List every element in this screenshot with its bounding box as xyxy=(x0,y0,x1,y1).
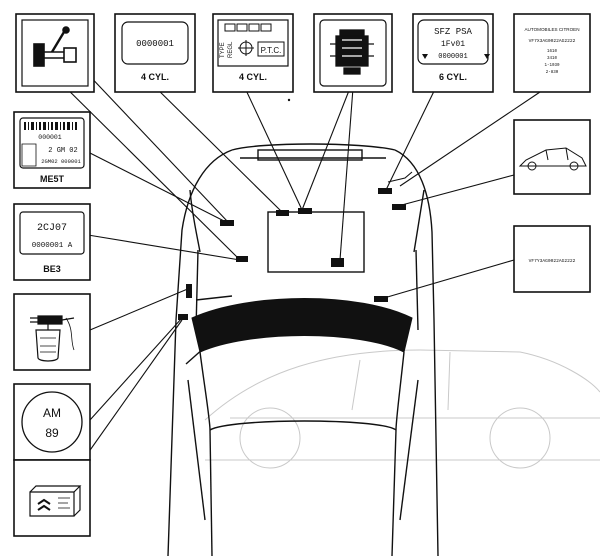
cylinder-count-label: 4 CYL. xyxy=(239,72,267,82)
ptc-label: P.T.C. xyxy=(261,46,282,55)
location-markers xyxy=(178,188,406,320)
marker-gearbox-lower xyxy=(236,256,248,262)
spray-gun-icon xyxy=(30,315,75,362)
barcode-number: 000001 xyxy=(38,134,62,141)
engine-code-label: SFZ PSA xyxy=(434,27,472,37)
engine-compartment-box xyxy=(267,211,365,273)
weight-line-2: 3410 xyxy=(547,57,558,61)
marker-gearbox-upper xyxy=(220,220,234,226)
vin-number: VF7X3AG0022AG2222 xyxy=(529,38,576,44)
panel-engine-type-plate: TYPE REGL P.T.C. 4 CYL. xyxy=(212,13,294,93)
type-label: TYPE xyxy=(220,42,226,58)
manufacturer-name: AUTOMOBILES CITROEN xyxy=(524,27,579,32)
gearbox-type-label: BE3 xyxy=(43,264,61,274)
vin-strip-number: VF7Y3AG0022AG2222 xyxy=(529,258,576,264)
panel-paint-spray xyxy=(13,293,91,371)
engine-subcode-label: 1Fv01 xyxy=(441,40,465,49)
crosshair-icon xyxy=(238,40,254,56)
gearbox-code-line-2: 2GM02 000001 xyxy=(41,158,81,165)
panel-body-number xyxy=(513,119,591,195)
marker-engine-plate-a xyxy=(276,210,289,216)
engine-icon xyxy=(330,29,374,75)
barcode xyxy=(24,122,77,130)
background-car-side-outline xyxy=(204,349,600,469)
panel-engine-icon xyxy=(313,13,393,93)
windscreen-band xyxy=(191,298,413,353)
citroen-chevron-badge-icon xyxy=(29,485,82,517)
marker-body-number xyxy=(392,204,406,210)
marker-engine-plate-b xyxy=(298,208,312,214)
regl-label: REGL xyxy=(228,41,234,58)
gearbox-code-line-1: 2 GM 02 xyxy=(48,147,77,155)
panel-vin-strip: VF7Y3AG0022AG2222 xyxy=(513,225,591,293)
car-top-view xyxy=(167,143,439,556)
engine-number-label: 0000001 xyxy=(438,53,467,61)
panel-spare-parts-badge xyxy=(13,459,91,537)
paint-code-line-1: AM xyxy=(43,406,61,420)
gear-lever-icon xyxy=(33,26,77,67)
panel-gearbox-be3: 2CJ07 0000001 A BE3 xyxy=(13,203,91,281)
panel-paint-code: AM 89 xyxy=(13,383,91,461)
marker-paint-b xyxy=(178,314,188,320)
panel-manufacturer-plate: AUTOMOBILES CITROEN VF7X3AG0022AG2222 16… xyxy=(513,13,591,93)
leader-lines xyxy=(47,69,541,471)
marker-engine-block xyxy=(331,258,344,267)
panel-gearbox-me5t: 000001 2 GM 02 2GM02 000001 ME5T xyxy=(13,111,91,189)
paint-code-line-2: 89 xyxy=(45,426,59,440)
gearbox-code-line-1: 2CJ07 xyxy=(37,223,67,234)
gearbox-code-line-2: 0000001 A xyxy=(32,242,73,250)
marker-paint-a xyxy=(186,284,192,298)
car-outline-right xyxy=(394,149,439,556)
cylinder-count-label: 4 CYL. xyxy=(141,72,169,82)
panel-engine-code-4cyl: 0000001 4 CYL. xyxy=(114,13,196,93)
cylinder-count-label: 6 CYL. xyxy=(439,72,467,82)
axle-load-2: 2-830 xyxy=(546,71,559,75)
weight-line-1: 1610 xyxy=(547,50,558,54)
engine-number-label: 0000001 xyxy=(136,39,174,49)
axle-load-1: 1-1030 xyxy=(544,64,560,68)
panel-engine-code-6cyl: SFZ PSA 1Fv01 0000001 6 CYL. xyxy=(412,13,494,93)
car-side-profile-icon xyxy=(518,147,587,171)
marker-manufacturer-plate xyxy=(378,188,392,194)
panel-gearbox-icon xyxy=(15,13,95,93)
gearbox-type-label: ME5T xyxy=(40,174,65,184)
marker-vin-strip xyxy=(374,296,388,302)
